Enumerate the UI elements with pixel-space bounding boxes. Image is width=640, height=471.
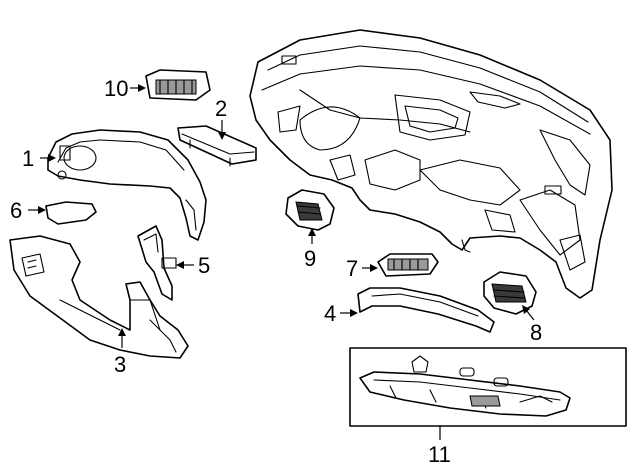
callout-9: 9 <box>304 228 316 271</box>
callout-7: 7 <box>346 256 378 281</box>
callout-5: 5 <box>176 253 210 278</box>
bumper-stop <box>459 367 475 377</box>
callout-8: 8 <box>522 305 542 345</box>
callout-2-label: 2 <box>215 96 227 121</box>
glove-box-assembly <box>349 347 627 427</box>
callout-4: 4 <box>324 301 358 326</box>
center-air-vent <box>285 189 335 231</box>
lower-cover <box>9 235 189 359</box>
callout-11-label: 11 <box>428 442 451 467</box>
left-air-vent <box>145 69 211 101</box>
inset-frame <box>349 347 627 427</box>
callout-10-label: 10 <box>104 76 128 101</box>
right-air-vent <box>483 271 537 315</box>
bumper-stop-2 <box>493 377 509 387</box>
latch <box>411 355 429 373</box>
callout-3: 3 <box>114 328 126 377</box>
dash-trim-panel <box>357 287 495 333</box>
callout-9-label: 9 <box>304 246 316 271</box>
callout-3-label: 3 <box>114 352 126 377</box>
callout-11: 11 <box>428 426 451 467</box>
callout-8-label: 8 <box>530 320 542 345</box>
callout-5-label: 5 <box>198 253 210 278</box>
cover-plate <box>177 125 257 167</box>
passenger-center-vent <box>377 253 439 277</box>
callout-4-label: 4 <box>324 301 336 326</box>
callout-2: 2 <box>215 96 227 140</box>
instrument-panel <box>249 29 613 299</box>
callout-6-label: 6 <box>10 198 22 223</box>
callout-1: 1 <box>22 146 56 171</box>
trim-strip <box>45 201 97 225</box>
callout-1-label: 1 <box>22 146 34 171</box>
callout-6: 6 <box>10 198 46 223</box>
cluster-bezel <box>47 129 207 241</box>
callout-7-label: 7 <box>346 256 358 281</box>
callout-10: 10 <box>104 76 146 101</box>
side-bracket <box>137 225 177 301</box>
